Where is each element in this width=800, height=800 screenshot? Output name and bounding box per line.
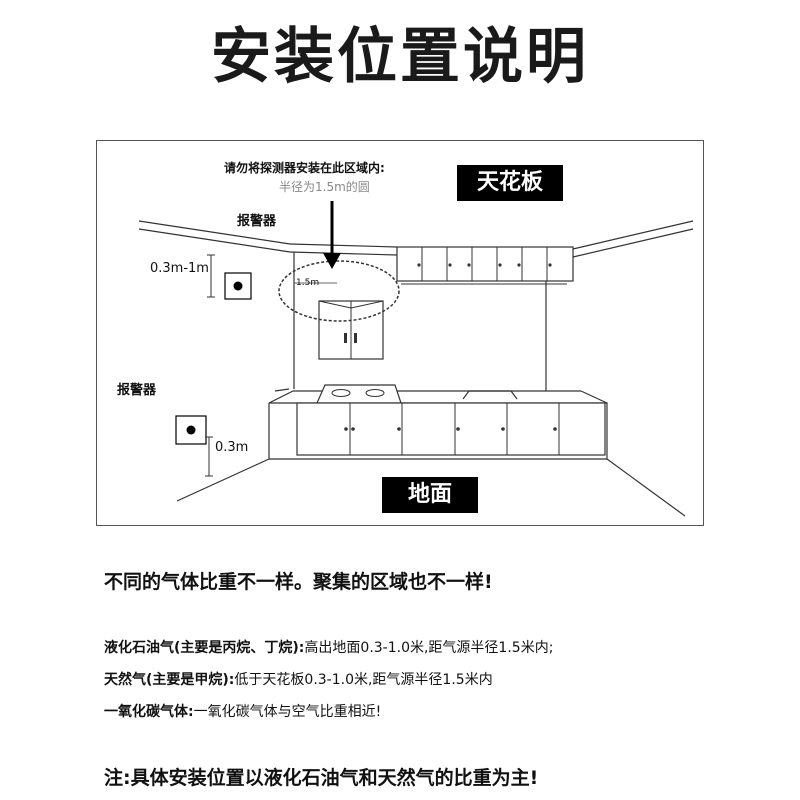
- ng-name: 天然气(主要是甲烷):: [104, 672, 235, 688]
- alarm-label-bottom: 报警器: [117, 383, 157, 398]
- kitchen-illustration: [138, 201, 694, 517]
- dimension-radius: 1.5m: [296, 278, 320, 288]
- ceiling-label: 天花板: [457, 165, 563, 201]
- lpg-line: 液化石油气(主要是丙烷、丁烷):高出地面0.3-1.0米,距气源半径1.5米内;: [104, 637, 553, 657]
- ng-desc: 低于天花板0.3-1.0米,距气源半径1.5米内: [234, 672, 493, 688]
- warning-text: 请勿将探测器安装在此区域内:: [224, 161, 385, 175]
- dimension-top: 0.3m-1m: [150, 261, 209, 276]
- co-name: 一氧化碳气体:: [104, 704, 194, 720]
- dimension-bottom: 0.3m: [215, 440, 249, 455]
- note-text: 注:具体安装位置以液化石油气和天然气的比重为主!: [104, 767, 539, 789]
- lpg-name: 液化石油气(主要是丙烷、丁烷):: [104, 640, 305, 656]
- co-line: 一氧化碳气体:一氧化碳气体与空气比重相近!: [104, 701, 381, 721]
- ng-line: 天然气(主要是甲烷):低于天花板0.3-1.0米,距气源半径1.5米内: [104, 669, 493, 689]
- info-heading: 不同的气体比重不一样。聚集的区域也不一样!: [104, 571, 493, 593]
- co-desc: 一氧化碳气体与空气比重相近!: [193, 704, 382, 720]
- warning-radius-text: 半径为1.5m的圆: [279, 180, 370, 194]
- page-title: 安装位置说明: [211, 22, 589, 92]
- lpg-desc: 高出地面0.3-1.0米,距气源半径1.5米内;: [304, 640, 554, 656]
- alarm-label-top: 报警器: [237, 214, 277, 229]
- floor-label: 地面: [382, 477, 478, 513]
- installation-diagram: 请勿将探测器安装在此区域内: 半径为1.5m的圆 天花板 地面 报警器 报警器 …: [96, 140, 704, 526]
